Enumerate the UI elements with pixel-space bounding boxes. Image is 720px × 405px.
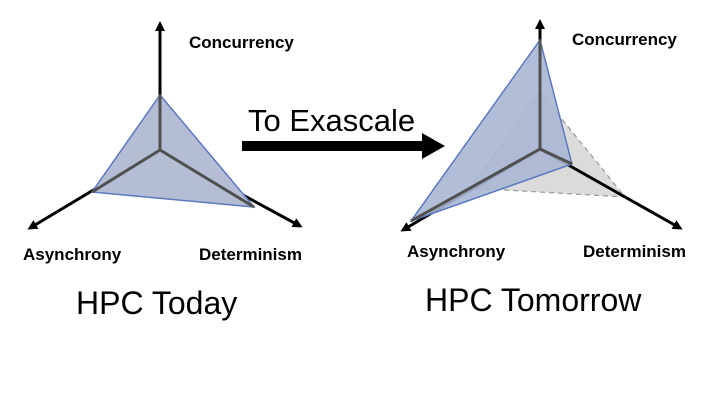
tomorrow-spoke-right [539,147,573,166]
today-spoke-left [91,148,161,194]
today-radar-shape [90,93,256,208]
tomorrow-diagram: Concurrency Asynchrony Determinism HPC T… [400,19,686,318]
arrow-label: To Exascale [248,103,415,138]
today-asynchrony-label: Asynchrony [23,245,122,264]
tomorrow-spoke-left [410,147,541,223]
today-determinism-label: Determinism [199,245,302,264]
right-arrow-icon [242,133,445,159]
tomorrow-determinism-label: Determinism [583,242,686,261]
tomorrow-radar-shape [409,38,573,223]
tomorrow-asynchrony-label: Asynchrony [407,242,506,261]
today-concurrency-label: Concurrency [189,33,294,52]
transition-arrow-group: To Exascale [242,103,445,159]
today-diagram: Concurrency Asynchrony Determinism HPC T… [23,21,303,321]
tomorrow-title: HPC Tomorrow [425,282,642,318]
today-spoke-right [159,148,255,209]
today-title: HPC Today [76,285,237,321]
tomorrow-concurrency-label: Concurrency [572,30,677,49]
